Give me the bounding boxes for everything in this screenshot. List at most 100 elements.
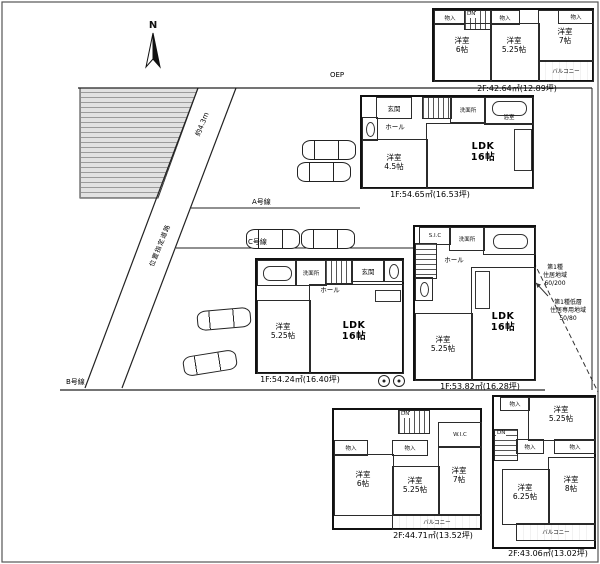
manhole-dot bbox=[382, 379, 386, 383]
room-ldk bbox=[426, 123, 534, 189]
bathtub-icon bbox=[263, 266, 292, 281]
room-western-5-25 bbox=[392, 466, 440, 516]
toilet bbox=[362, 117, 378, 141]
stairs-icon bbox=[325, 260, 353, 284]
walk-in-closet: W.I.C bbox=[438, 422, 482, 448]
hall-label: ホール bbox=[444, 256, 464, 264]
room-western-5-25 bbox=[257, 300, 311, 374]
stairs-icon: DN bbox=[494, 429, 518, 461]
north-compass: N bbox=[138, 20, 168, 76]
closet-label: 物入 bbox=[499, 15, 511, 22]
room-ldk bbox=[309, 284, 404, 374]
entrance-label: 玄関 bbox=[387, 105, 401, 113]
floor-area-text: 2F:44.71㎡(13.52坪) bbox=[393, 531, 473, 540]
room-western-8 bbox=[548, 457, 596, 525]
toilet bbox=[415, 277, 433, 301]
bathroom bbox=[257, 260, 297, 286]
bathroom-label: 浴室 bbox=[503, 115, 515, 121]
balcony-label: バルコニー bbox=[552, 69, 580, 75]
stairs-icon bbox=[415, 243, 437, 279]
zoning-lower-label: 第1種低層 住居専用地域 50/80 bbox=[549, 299, 586, 322]
toilet-icon bbox=[389, 264, 399, 279]
road-edge-line bbox=[84, 87, 199, 389]
zoning-arrow-head bbox=[536, 283, 541, 288]
balcony: バルコニー bbox=[538, 60, 594, 82]
closet-label: 物入 bbox=[509, 402, 521, 408]
car-icon bbox=[301, 229, 355, 249]
washroom-label: 洗面所 bbox=[302, 271, 320, 277]
room-ldk bbox=[471, 267, 536, 381]
room-western-6 bbox=[434, 23, 492, 82]
bathtub-icon bbox=[492, 101, 527, 116]
washroom-label: 洗面所 bbox=[458, 237, 476, 243]
washroom: 洗面所 bbox=[295, 260, 327, 286]
room-western-6-25 bbox=[502, 469, 550, 525]
floor-area-text: 1F:54.65㎡(16.53坪) bbox=[390, 190, 470, 199]
closet: 物入 bbox=[490, 10, 520, 25]
road-c-label: C号線 bbox=[248, 238, 267, 246]
bathroom bbox=[483, 227, 536, 255]
room-western-5-25 bbox=[415, 313, 473, 381]
balcony-label: バルコニー bbox=[423, 520, 451, 526]
kitchen-counter bbox=[514, 129, 532, 171]
closet-label: 物入 bbox=[569, 444, 581, 451]
room-western-7 bbox=[438, 446, 482, 516]
kitchen-counter bbox=[375, 290, 401, 302]
hall-label: ホール bbox=[320, 286, 340, 294]
road-b-label: B号線 bbox=[66, 378, 85, 386]
bathroom: 浴室 bbox=[484, 97, 534, 125]
washroom: 洗面所 bbox=[449, 227, 485, 251]
closet-label: 物入 bbox=[345, 446, 357, 452]
kitchen-counter bbox=[475, 271, 490, 309]
hall-label: ホール bbox=[385, 123, 405, 131]
bathtub-icon bbox=[493, 234, 528, 249]
washroom: 洗面所 bbox=[450, 97, 486, 123]
manhole-dot bbox=[397, 379, 401, 383]
toilet-icon bbox=[420, 282, 429, 297]
entrance: 玄関 bbox=[351, 260, 385, 282]
floor-area-text: 1F:54.24㎡(16.40坪) bbox=[260, 375, 340, 384]
road-a-label: A号線 bbox=[252, 198, 271, 206]
sic-label: S.I.C bbox=[428, 233, 442, 239]
closet-label: 物入 bbox=[444, 15, 456, 22]
closet: 物入 bbox=[392, 440, 428, 456]
balcony-label: バルコニー bbox=[542, 530, 570, 536]
closet: 物入 bbox=[500, 397, 530, 411]
closet-label: 物入 bbox=[570, 15, 582, 21]
hatched-parcel-pattern bbox=[80, 88, 198, 198]
car-icon bbox=[302, 140, 356, 160]
zoning-boundary-line bbox=[515, 225, 599, 393]
toilet-icon bbox=[366, 122, 375, 137]
room-western-5-25 bbox=[490, 23, 540, 82]
zoning-upper-label: 第1種 住居地域 60/200 bbox=[542, 264, 567, 287]
closet-label: 物入 bbox=[404, 446, 416, 452]
car-icon bbox=[246, 229, 300, 249]
entrance-label: 玄関 bbox=[361, 268, 375, 276]
stairs-dn-label: DN bbox=[496, 430, 507, 437]
stairs-icon bbox=[422, 97, 452, 119]
closet: 物入 bbox=[334, 440, 368, 456]
washroom-label: 洗面所 bbox=[459, 108, 477, 114]
entrance: 玄関 bbox=[376, 97, 412, 119]
road-edge-line bbox=[121, 87, 237, 389]
